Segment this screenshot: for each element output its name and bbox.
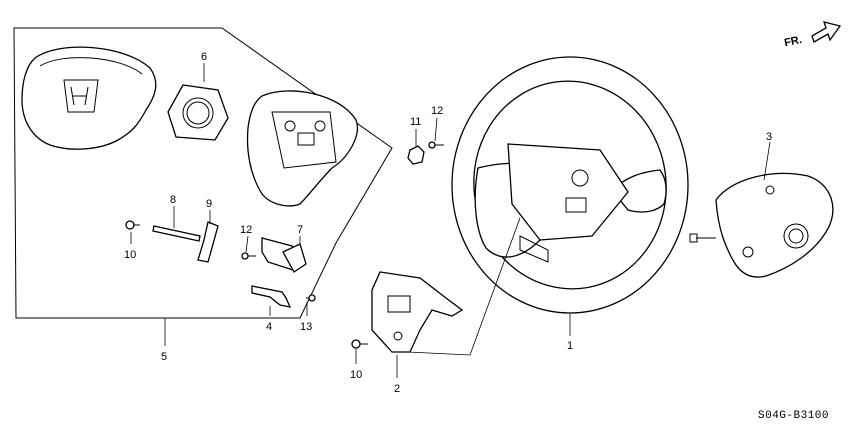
callout-7: 7 xyxy=(297,224,303,236)
screw-part-12-right xyxy=(428,141,444,149)
callout-11: 11 xyxy=(410,116,421,128)
callout-12-right: 12 xyxy=(431,105,443,117)
callout-12-left: 12 xyxy=(240,224,252,236)
callout-13: 13 xyxy=(300,321,312,333)
callout-1: 1 xyxy=(567,340,573,352)
bracket-part-7 xyxy=(261,237,307,273)
callout-3: 3 xyxy=(766,131,772,143)
airbag-module-part-3 xyxy=(689,172,834,278)
callout-8: 8 xyxy=(170,194,176,206)
callout-9: 9 xyxy=(206,198,212,210)
brand-emblem-icon xyxy=(63,79,99,113)
screw-part-13 xyxy=(306,294,316,302)
airbag-cover xyxy=(21,46,157,150)
leader-lines xyxy=(130,63,771,378)
callout-10-bottom: 10 xyxy=(350,369,362,381)
callout-2: 2 xyxy=(394,383,400,395)
clip-part-4 xyxy=(251,285,292,308)
airbag-module-rear xyxy=(246,90,358,207)
steering-wheel-part-1 xyxy=(451,56,689,314)
bolt-part-10-bottom xyxy=(351,339,368,349)
front-direction-arrow-icon xyxy=(811,21,842,43)
strap-part-8 xyxy=(152,225,201,242)
screw-part-12 xyxy=(241,252,256,260)
callout-5: 5 xyxy=(161,351,167,363)
callout-6: 6 xyxy=(201,51,207,63)
direction-label: FR. xyxy=(783,34,803,49)
mounting-bracket-part-2 xyxy=(371,271,464,353)
nut-part-11 xyxy=(407,145,425,165)
ring-cover-part xyxy=(167,84,229,141)
kit-frame xyxy=(13,27,393,319)
bracket-part-9 xyxy=(197,221,219,263)
callout-4: 4 xyxy=(266,321,272,333)
callout-10-left: 10 xyxy=(124,249,136,261)
bolt-part-10 xyxy=(125,220,140,230)
diagram-code: S04G-B3100 xyxy=(758,410,829,422)
